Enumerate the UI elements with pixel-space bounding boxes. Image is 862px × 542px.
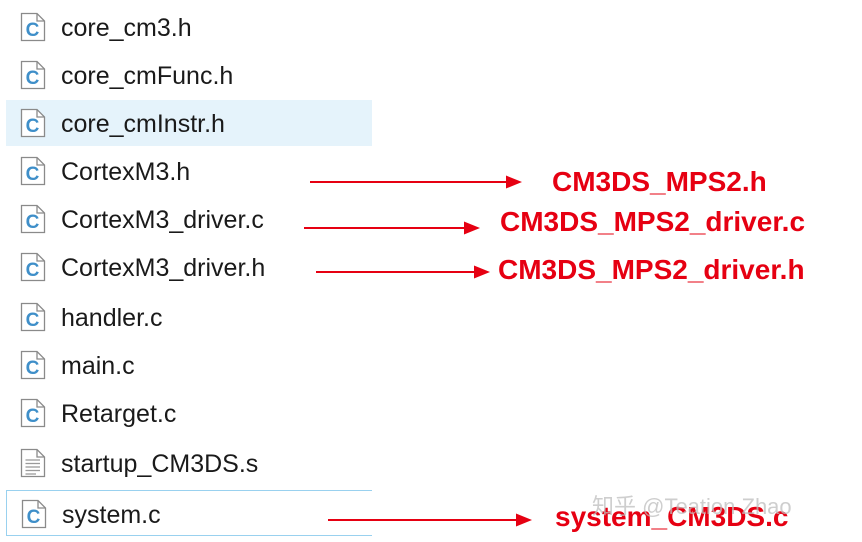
svg-text:C: C: [26, 212, 40, 233]
file-name: CortexM3.h: [61, 158, 191, 186]
file-row-core-cmfunc-h[interactable]: C core_cmFunc.h: [6, 52, 372, 98]
c-file-icon: C: [21, 499, 47, 529]
c-file-icon: C: [20, 156, 46, 186]
file-name: main.c: [61, 352, 135, 380]
file-row-retarget-c[interactable]: C Retarget.c: [6, 390, 372, 436]
svg-text:C: C: [27, 507, 41, 528]
svg-text:C: C: [26, 406, 40, 427]
file-row-startup-cm3ds-s[interactable]: startup_CM3DS.s: [6, 440, 372, 486]
file-name: core_cm3.h: [61, 14, 192, 42]
file-row-main-c[interactable]: C main.c: [6, 342, 372, 388]
svg-text:C: C: [26, 310, 40, 331]
annotation-cortexm3-driver-c: CM3DS_MPS2_driver.c: [500, 206, 806, 237]
svg-text:C: C: [26, 20, 40, 41]
c-file-icon: C: [20, 398, 46, 428]
c-file-icon: C: [20, 350, 46, 380]
file-row-cortexm3-driver-h[interactable]: C CortexM3_driver.h: [6, 244, 372, 290]
file-row-cortexm3-h[interactable]: C CortexM3.h: [6, 148, 372, 194]
file-name: startup_CM3DS.s: [61, 450, 259, 478]
file-row-handler-c[interactable]: C handler.c: [6, 294, 372, 340]
svg-text:C: C: [26, 358, 40, 379]
file-row-cortexm3-driver-c[interactable]: C CortexM3_driver.c: [6, 196, 372, 242]
svg-text:C: C: [26, 116, 40, 137]
annotation-cortexm3-driver-h: CM3DS_MPS2_driver.h: [498, 254, 805, 285]
file-name: Retarget.c: [61, 400, 177, 428]
file-name: system.c: [62, 501, 161, 529]
svg-text:C: C: [26, 164, 40, 185]
c-file-icon: C: [20, 60, 46, 90]
c-file-icon: C: [20, 12, 46, 42]
text-file-icon: [20, 448, 46, 478]
annotation-system-c: system_CM3DS.c: [555, 501, 789, 532]
file-row-core-cm3-h[interactable]: C core_cm3.h: [6, 4, 372, 50]
annotation-cortexm3-h: CM3DS_MPS2.h: [552, 166, 767, 197]
svg-text:C: C: [26, 68, 40, 89]
file-name: handler.c: [61, 304, 163, 332]
c-file-icon: C: [20, 204, 46, 234]
c-file-icon: C: [20, 302, 46, 332]
file-name: core_cmFunc.h: [61, 62, 234, 90]
c-file-icon: C: [20, 252, 46, 282]
svg-text:C: C: [26, 260, 40, 281]
c-file-icon: C: [20, 108, 46, 138]
file-name: CortexM3_driver.c: [61, 206, 264, 234]
file-name: core_cmInstr.h: [61, 110, 225, 138]
file-row-core-cminstr-h[interactable]: C core_cmInstr.h: [6, 100, 372, 146]
file-row-system-c[interactable]: C system.c: [6, 490, 372, 536]
watermark: 知乎 @Teation Zhao: [592, 494, 792, 519]
file-name: CortexM3_driver.h: [61, 254, 266, 282]
